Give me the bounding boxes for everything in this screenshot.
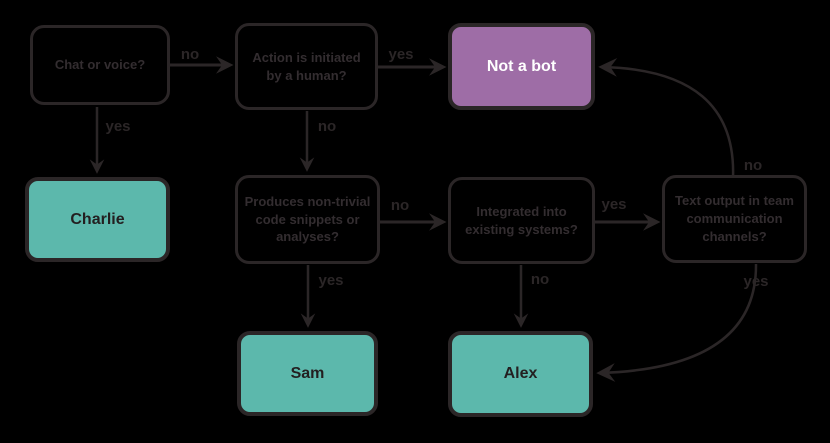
edge-text-output-to-not-a-bot bbox=[598, 57, 735, 179]
edge-label-chat-no: no bbox=[180, 46, 200, 63]
edge-label-action-no: no bbox=[317, 118, 337, 135]
node-label: Charlie bbox=[70, 210, 125, 228]
node-chat-or-voice: Chat or voice? bbox=[30, 25, 170, 105]
node-text-output-channels: Text output in team communication channe… bbox=[662, 175, 807, 263]
node-charlie: Charlie bbox=[25, 177, 170, 262]
edge-label-text-output-yes: yes bbox=[743, 273, 769, 290]
edge-label-text-output-no: no bbox=[743, 157, 763, 174]
node-label: Alex bbox=[503, 365, 538, 382]
node-integrated-existing-systems: Integrated into existing systems? bbox=[448, 177, 595, 264]
edge-label-produces-no: no bbox=[390, 197, 410, 214]
node-produces-code-snippets: Produces non-trivial code snippets or an… bbox=[235, 175, 380, 264]
edge-label-action-yes: yes bbox=[388, 46, 414, 63]
edge-text-output-to-alex bbox=[596, 263, 758, 382]
node-not-a-bot: Not a bot bbox=[448, 23, 595, 110]
node-label: Chat or voice? bbox=[54, 57, 146, 73]
edge-label-produces-yes: yes bbox=[318, 272, 344, 289]
edge-label-integrated-no: no bbox=[530, 271, 550, 288]
edge-label-integrated-yes: yes bbox=[601, 196, 627, 213]
node-action-initiated-by-human: Action is initiated by a human? bbox=[235, 23, 378, 110]
node-alex: Alex bbox=[448, 331, 593, 417]
node-label: Sam bbox=[290, 364, 325, 382]
node-label: Text output in team communication channe… bbox=[675, 193, 794, 244]
node-label: Action is initiated by a human? bbox=[252, 49, 361, 83]
node-label: Produces non-trivial code snippets or an… bbox=[244, 193, 371, 245]
node-label: Not a bot bbox=[486, 57, 557, 75]
node-label: Integrated into existing systems? bbox=[465, 203, 578, 237]
node-sam: Sam bbox=[237, 331, 378, 416]
edge-label-chat-yes: yes bbox=[105, 118, 131, 135]
